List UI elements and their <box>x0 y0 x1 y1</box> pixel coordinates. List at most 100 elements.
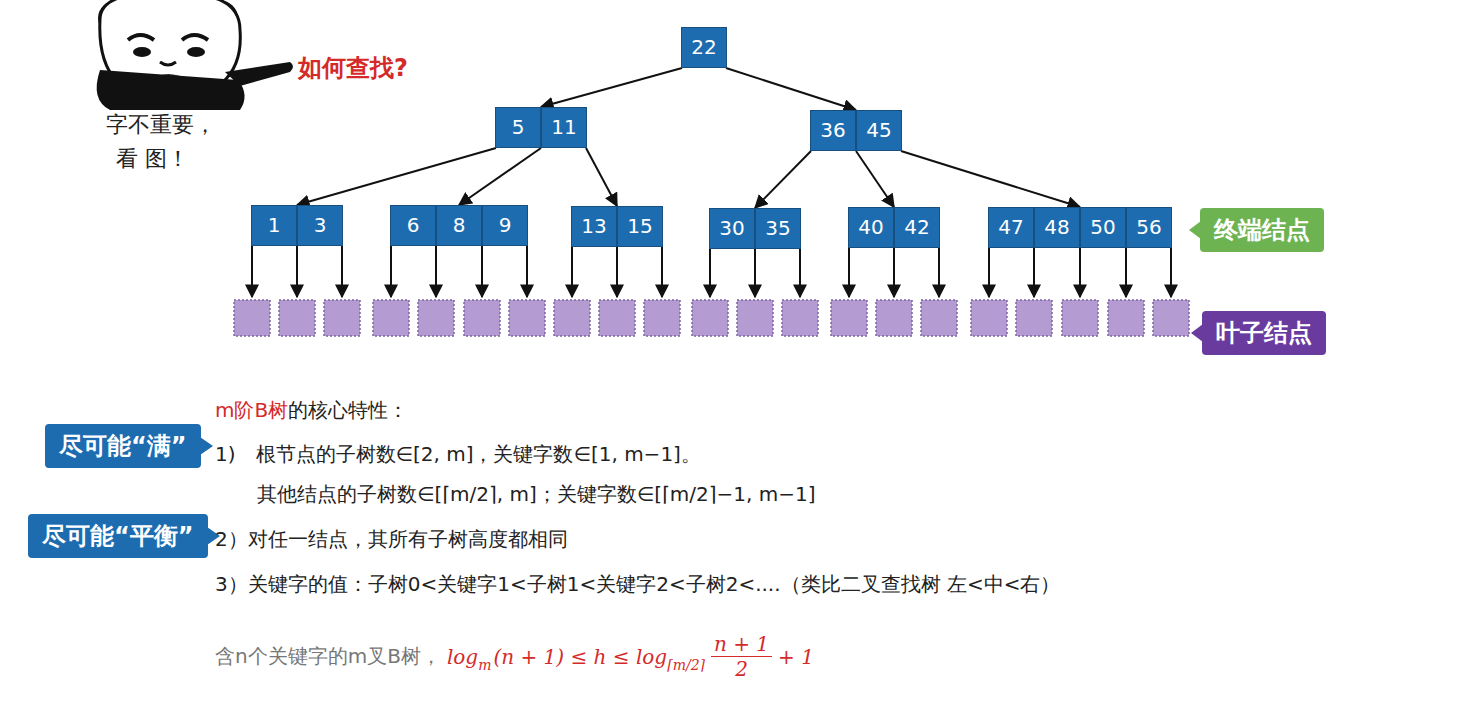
callout-tag: 尽可能“平衡” <box>28 514 208 558</box>
leaf-pointer <box>435 246 437 297</box>
property-line: 其他结点的子树数∈[⌈m/2⌉, m]；关键字数∈[⌈m/2⌉−1, m−1] <box>257 481 816 508</box>
formula-part: + 1 <box>778 645 814 669</box>
leaf-pointer <box>526 246 528 297</box>
btree-node: 3035 <box>709 208 801 249</box>
heading-row: m阶B树的核心特性： <box>215 397 408 424</box>
key-cell: 5 <box>495 107 541 148</box>
leaf-pointer <box>481 246 483 297</box>
leaf-square <box>464 300 500 336</box>
key-cell: 50 <box>1080 207 1126 248</box>
fraction-denominator: 2 <box>735 657 748 681</box>
heading-term: m阶B树 <box>215 397 288 424</box>
tag-text: 终端结点 <box>1214 216 1310 244</box>
tree-pointer-arrow <box>297 148 496 205</box>
leaf-square <box>1016 300 1052 336</box>
key-cell: 9 <box>482 205 528 246</box>
leaf-pointer <box>341 246 343 297</box>
key-cell: 35 <box>755 208 801 249</box>
formula-subscript: ⌈m/2⌉ <box>667 657 705 673</box>
tree-pointer-arrow <box>726 68 856 110</box>
leaf-square <box>373 300 409 336</box>
key-cell: 42 <box>894 207 940 248</box>
key-cell: 40 <box>848 207 894 248</box>
key-cell: 47 <box>988 207 1034 248</box>
formula-intro: 含n个关键字的m叉B树， <box>215 643 441 670</box>
tree-pointer-arrow <box>541 68 682 107</box>
btree-node: 3645 <box>810 110 902 151</box>
key-cell: 3 <box>297 205 343 246</box>
leaf-square <box>1108 300 1144 336</box>
leaf-square <box>599 300 635 336</box>
key-cell: 36 <box>810 110 856 151</box>
prompt-text: 如何查找? <box>298 52 408 84</box>
btree-node: 4042 <box>848 207 940 248</box>
leaf-square <box>921 300 957 336</box>
heading-text: 的核心特性： <box>288 397 408 424</box>
tag-pointer <box>1191 324 1203 342</box>
leaf-pointer <box>390 246 392 297</box>
leaf-square <box>1062 300 1098 336</box>
leaf-square <box>876 300 912 336</box>
leaf-pointer <box>1170 248 1172 297</box>
leaf-pointer <box>754 249 756 297</box>
leaf-pointer <box>988 248 990 297</box>
key-cell: 45 <box>856 110 902 151</box>
leaf-square <box>644 300 680 336</box>
leaf-square <box>831 300 867 336</box>
tree-pointer-arrow <box>755 151 811 208</box>
meme-caption: 字不重要， <box>106 110 216 140</box>
formula-row: 含n个关键字的m叉B树，logm(n + 1) ≤ h ≤ log⌈m/2⌉n … <box>215 632 814 681</box>
btree-node: 1315 <box>571 206 663 247</box>
key-cell: 8 <box>436 205 482 246</box>
btree-node: 22 <box>681 27 727 68</box>
leaf-square <box>971 300 1007 336</box>
fraction-numerator: n + 1 <box>711 632 772 657</box>
leaf-pointer <box>709 249 711 297</box>
tree-pointer-arrow <box>901 151 1080 207</box>
callout-tag: 终端结点 <box>1200 208 1324 252</box>
leaf-square <box>692 300 728 336</box>
leaf-square <box>509 300 545 336</box>
leaf-pointer <box>571 247 573 297</box>
key-cell: 15 <box>617 206 663 247</box>
tag-pointer <box>1189 221 1201 239</box>
btree-node: 13 <box>251 205 343 246</box>
leaf-square <box>737 300 773 336</box>
leaf-square <box>234 300 270 336</box>
tree-pointer-arrow <box>586 148 617 206</box>
meme-caption: 看 图！ <box>116 144 189 174</box>
key-cell: 22 <box>681 27 727 68</box>
key-cell: 13 <box>571 206 617 247</box>
callout-tag: 尽可能“满” <box>45 424 201 468</box>
leaf-pointer <box>251 246 253 297</box>
btree-node: 689 <box>390 205 528 246</box>
key-cell: 11 <box>541 107 587 148</box>
leaf-square <box>279 300 315 336</box>
leaf-pointer <box>296 246 298 297</box>
leaf-square <box>782 300 818 336</box>
panda-meme <box>97 0 293 110</box>
tree-pointer-arrow <box>856 151 894 207</box>
leaf-pointer <box>938 248 940 297</box>
fraction: n + 12 <box>711 632 772 681</box>
leaf-pointer <box>1125 248 1127 297</box>
leaf-pointer <box>616 247 618 297</box>
property-line: 1) 根节点的子树数∈[2, m]，关键字数∈[1, m−1]。 <box>215 441 701 468</box>
formula-part: (n + 1) ≤ h ≤ log <box>493 645 667 669</box>
tag-text: 叶子结点 <box>1216 319 1312 347</box>
leaf-square <box>554 300 590 336</box>
leaf-pointer <box>893 248 895 297</box>
key-cell: 56 <box>1126 207 1172 248</box>
leaf-square <box>324 300 360 336</box>
leaf-pointer <box>1079 248 1081 297</box>
callout-tag: 叶子结点 <box>1202 311 1326 355</box>
tag-pointer <box>200 437 213 455</box>
leaf-pointer <box>848 248 850 297</box>
tag-text: 尽可能“满” <box>59 432 187 460</box>
leaf-pointer <box>1033 248 1035 297</box>
property-line: 2）对任一结点，其所有子树高度都相同 <box>215 526 568 553</box>
formula-part: log <box>447 645 478 669</box>
leaf-pointer <box>799 249 801 297</box>
